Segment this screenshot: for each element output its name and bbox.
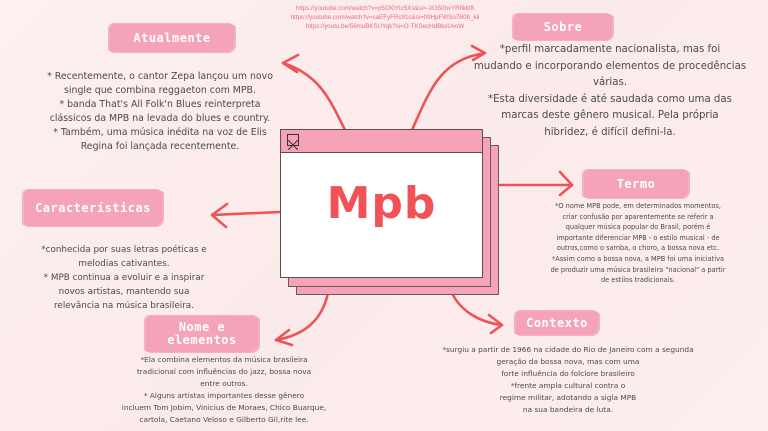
label-caracteristicas: Características	[24, 190, 162, 226]
text-line: cartola, Caetano Veloso e Gilberto Gil,r…	[139, 415, 309, 424]
text-atualmente: * Recentemente, o cantor Zepa lançou um …	[28, 70, 292, 154]
text-line: * Recentemente, o cantor Zepa lançou um …	[47, 71, 273, 82]
text-line: várias.	[592, 77, 628, 88]
label-termo: Termo	[584, 170, 688, 198]
text-line: criar confusão por aparentemente se refe…	[562, 212, 714, 221]
text-line: *frente ampla cultural contra o	[510, 381, 626, 390]
text-line: *Assim como a bossa nova, a MPB foi uma …	[551, 254, 725, 263]
text-nome-elementos: *Ela combina elementos da música brasile…	[104, 354, 344, 426]
reference-link[interactable]: https://youtube.com/watch?v=caEFyFRc91c&…	[290, 14, 480, 21]
text-line: * banda That's All Folk'n Blues reinterp…	[59, 99, 261, 110]
text-line: * Também, uma música inédita na voz de E…	[53, 127, 267, 138]
label-line: elementos	[167, 333, 237, 347]
text-line: * Alguns artistas importantes desse gêne…	[143, 391, 305, 400]
reference-links: https://youtube.com/watch?v=p5OI0YIc5Xs&…	[250, 4, 520, 31]
text-line: qualquer música popular do Brasil, porém…	[565, 223, 711, 232]
text-termo: *O nome MPB pode, em determinados moment…	[532, 201, 744, 286]
text-line: outros,como o samba, o choro, a bossa no…	[556, 244, 720, 253]
text-line: * MPB continua a evoluir e a inspirar	[43, 273, 205, 283]
text-line: Regina foi lançada recentemente.	[80, 141, 240, 152]
text-line: tradicional com influências do jazz, bos…	[136, 367, 312, 376]
text-line: melodias cativantes.	[78, 259, 170, 269]
text-line: importante diferenciar MPB - o estilo mu…	[556, 233, 720, 242]
label-nome-elementos: Nome e elementos	[146, 316, 258, 352]
reference-link[interactable]: https://youtu.be/56muBKSUYqk?si=O-TKSecH…	[305, 23, 465, 30]
text-line: *Ela combina elementos da música brasile…	[140, 355, 308, 364]
text-line: clássicos da MPB na levada do blues e co…	[49, 113, 271, 124]
text-line: de produzir uma música brasileira "nacio…	[550, 265, 726, 274]
arrow-sobre	[410, 51, 487, 132]
label-line: Nome e	[178, 320, 226, 334]
text-line: *perfil marcadamente nacionalista, mas f…	[499, 44, 721, 55]
arrow-nome	[274, 291, 330, 342]
central-title: Mpb	[326, 178, 437, 229]
text-line: de estilos tradicionais.	[600, 276, 676, 285]
text-line: *surgiu a partir de 1966 na cidade do Ri…	[442, 345, 694, 354]
arrow-caracteristicas	[210, 210, 282, 217]
text-line: novos artistas, mantendo sua	[58, 287, 190, 297]
label-sobre: Sobre	[514, 14, 612, 40]
text-line: *O nome MPB pode, em determinados moment…	[555, 202, 721, 210]
text-line: mudando e incorporando elementos de proc…	[473, 60, 747, 72]
text-sobre: *perfil marcadamente nacionalista, mas f…	[452, 42, 768, 141]
text-line: incluem Tom Jobim, Vinicius de Moraes, C…	[121, 403, 327, 412]
close-box-icon[interactable]	[287, 134, 299, 151]
text-line: geração da bossa nova, mas com uma	[496, 357, 640, 366]
window-title-bar	[281, 130, 482, 153]
text-line: relevância na música brasileira.	[53, 301, 194, 311]
label-atualmente: Atualmente	[110, 24, 234, 52]
arrow-contexto	[450, 291, 504, 327]
text-line: forte influência do folclore brasileiro	[501, 369, 635, 378]
text-line: na sua bandeira de luta.	[522, 405, 614, 414]
text-caracteristicas: *conhecida por suas letras poéticas e me…	[24, 243, 224, 313]
text-line: regime militar, adotando a sigla MPB	[499, 393, 637, 402]
central-window: Mpb	[280, 129, 483, 278]
reference-link[interactable]: https://youtube.com/watch?v=p5OI0YIc5Xs&…	[295, 5, 475, 12]
text-line: *Esta diversidade é até saudada como uma…	[488, 93, 732, 105]
text-line: hibridez, é difícil defini-la.	[544, 126, 676, 138]
text-line: entre outros.	[200, 379, 248, 388]
text-line: single que combina reggaeton com MPB.	[64, 85, 256, 96]
label-contexto: Contexto	[516, 311, 598, 335]
text-line: marcas deste gênero musical. Pela própri…	[501, 110, 719, 121]
arrow-atualmente	[281, 61, 347, 132]
text-contexto: *surgiu a partir de 1966 na cidade do Ri…	[434, 344, 702, 416]
text-line: *conhecida por suas letras poéticas e	[41, 245, 207, 255]
